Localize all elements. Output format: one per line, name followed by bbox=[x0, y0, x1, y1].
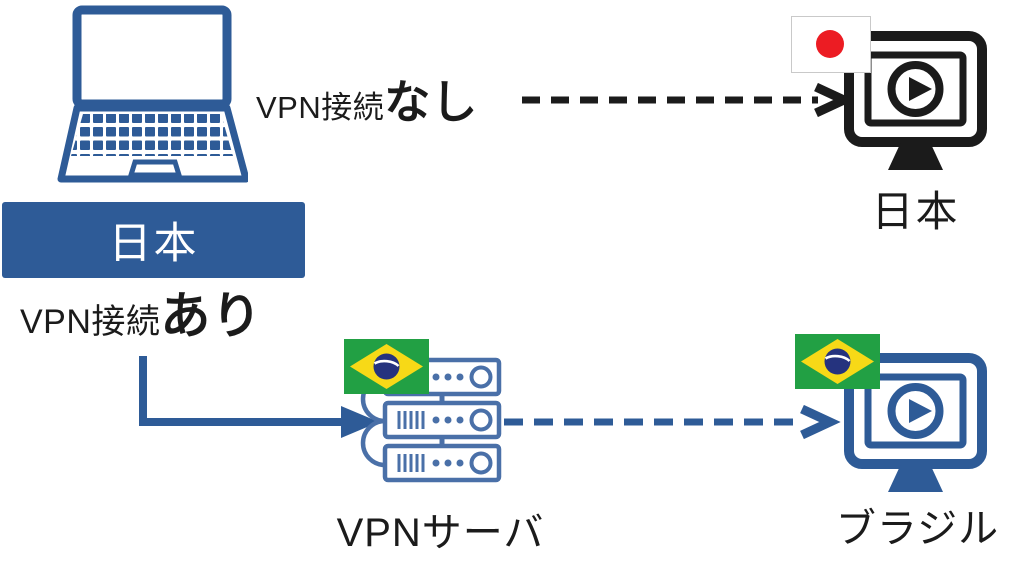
monitor-play-icon bbox=[843, 30, 988, 175]
japan-destination-label: 日本 bbox=[871, 188, 960, 235]
client-country-label: 日本 bbox=[108, 220, 199, 268]
with-vpn-label-prefix: VPN接続 bbox=[20, 303, 161, 341]
japan-flag-icon bbox=[792, 17, 870, 72]
brazil-flag-icon bbox=[344, 339, 429, 394]
with-vpn-label: VPN接続 あり bbox=[20, 276, 262, 348]
client-country-banner: 日本 bbox=[2, 202, 305, 278]
dashed-arrow-icon bbox=[518, 83, 852, 117]
brazil-flag-icon bbox=[795, 334, 880, 389]
brazil-destination-label: ブラジル bbox=[835, 507, 1000, 551]
elbow-arrow-icon bbox=[135, 352, 385, 440]
no-vpn-label-prefix: VPN接続 bbox=[256, 90, 385, 125]
dashed-arrow-icon bbox=[498, 405, 842, 439]
monitor-play-icon bbox=[843, 352, 988, 497]
with-vpn-label-status: あり bbox=[160, 288, 263, 344]
no-vpn-label: VPN接続 なし bbox=[256, 66, 478, 132]
vpn-server-label: VPNサーバー bbox=[336, 511, 545, 573]
laptop-icon bbox=[53, 4, 248, 186]
no-vpn-label-status: なし bbox=[384, 76, 479, 128]
